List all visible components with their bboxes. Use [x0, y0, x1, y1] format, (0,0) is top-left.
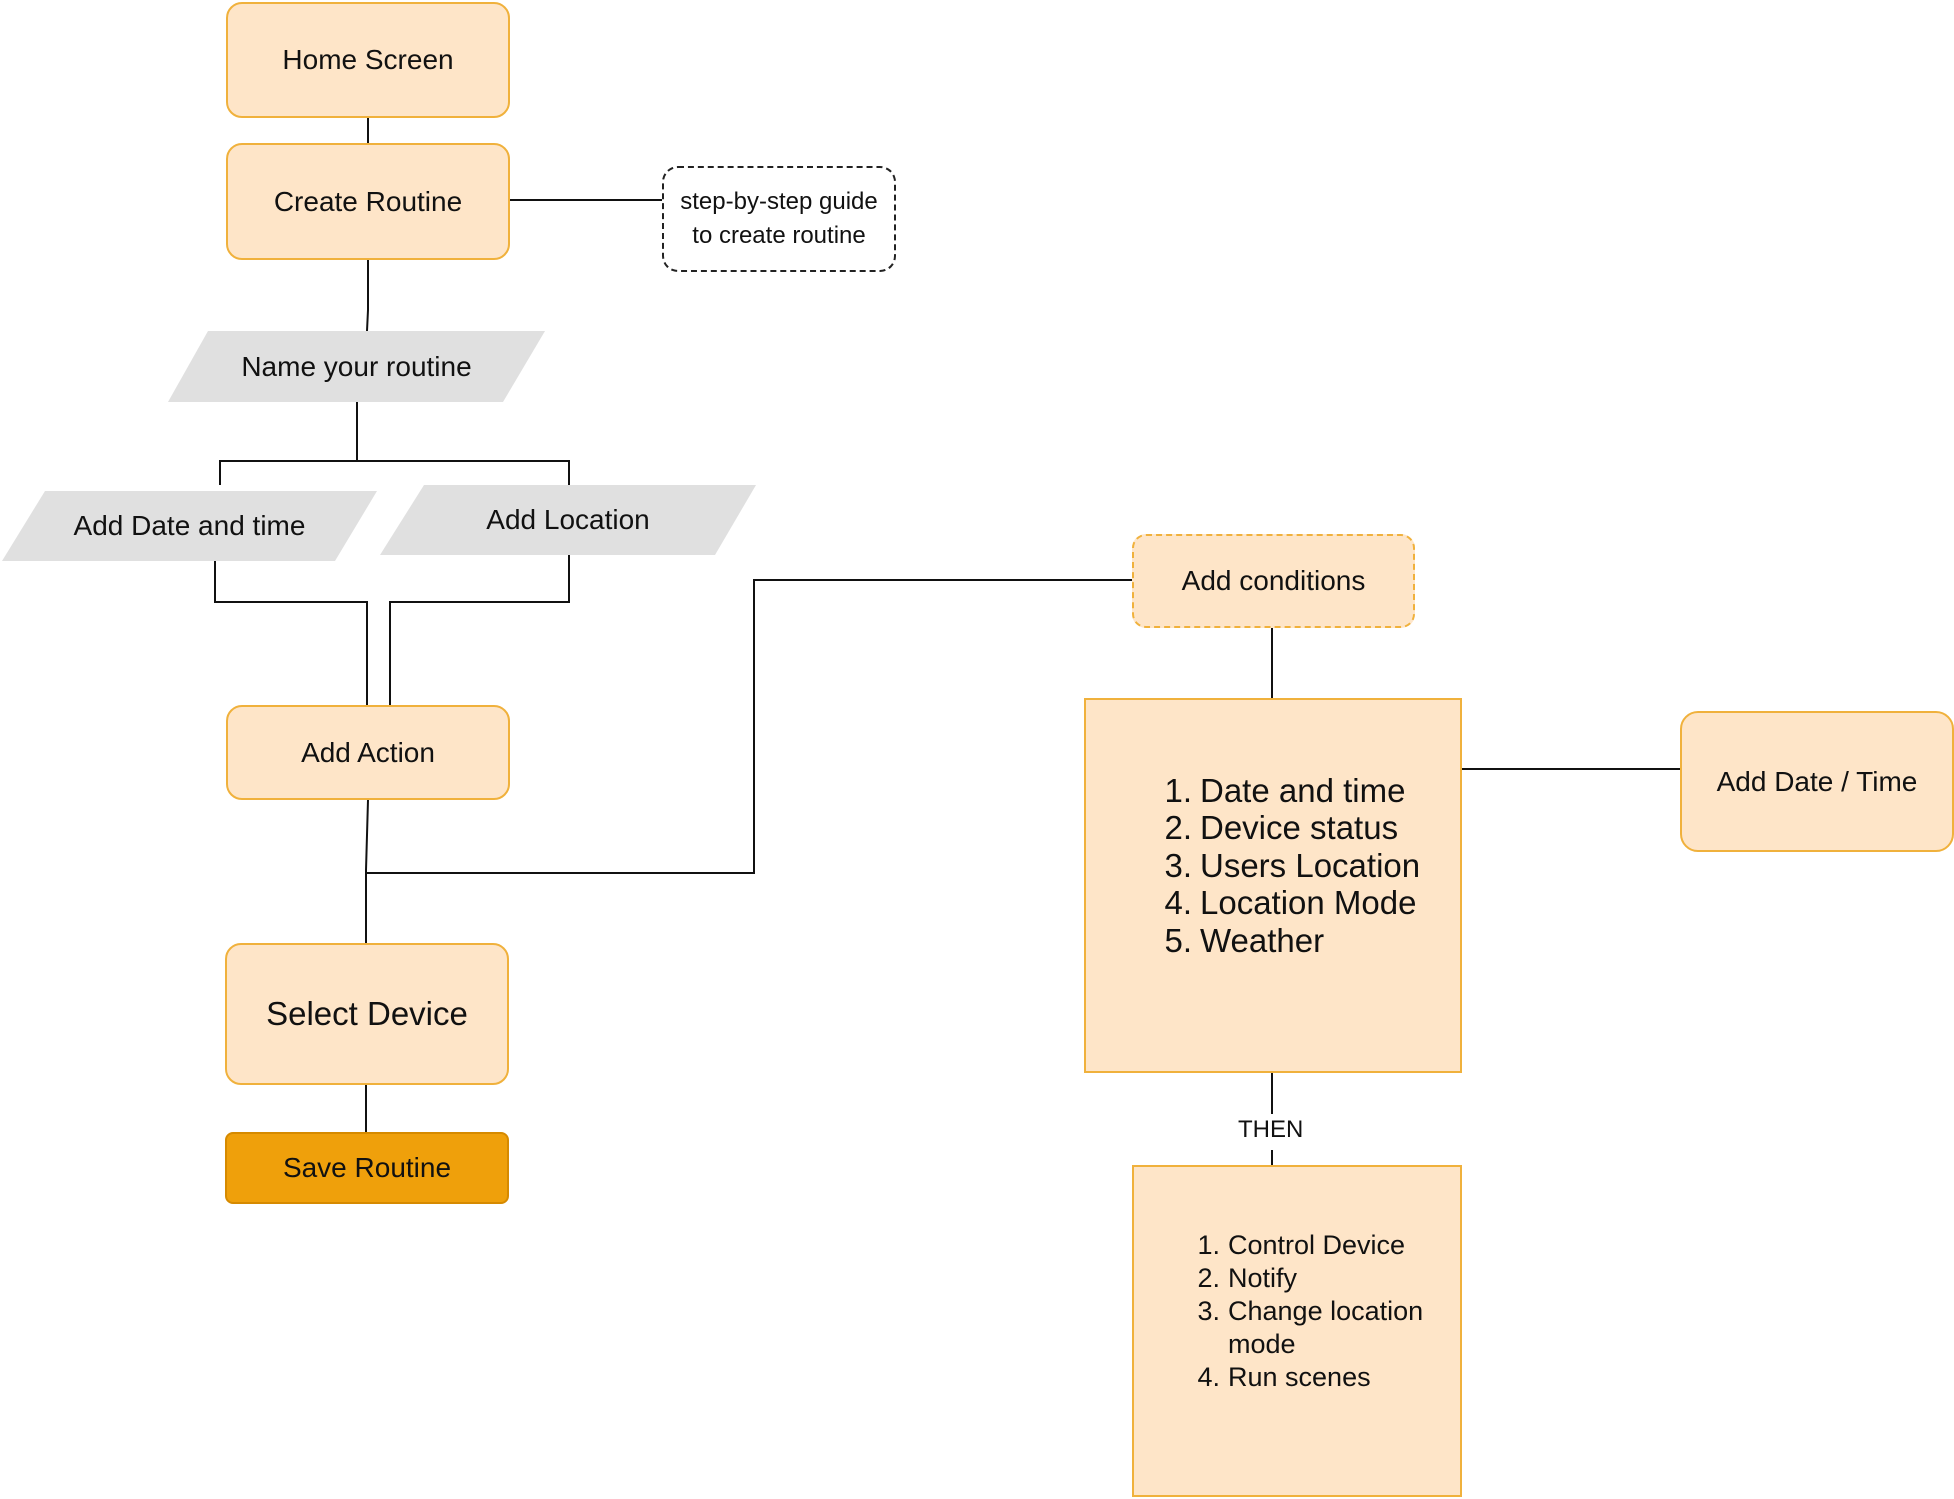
actions-list-box: 1.Control Device 2.Notify 3.Change locat… — [1132, 1165, 1462, 1497]
save-routine-button[interactable]: Save Routine — [225, 1132, 509, 1204]
edge-create-name — [366, 260, 369, 332]
create-routine-label: Create Routine — [273, 185, 463, 217]
save-routine-label: Save Routine — [282, 1152, 452, 1183]
name-routine-label: Name your routine — [241, 350, 472, 382]
name-routine-node[interactable]: Name your routine — [168, 331, 545, 402]
add-conditions-box[interactable]: Add conditions — [1132, 534, 1415, 628]
then-label: THEN — [1236, 1116, 1306, 1144]
edge-location-action — [389, 555, 570, 705]
select-device-box[interactable]: Select Device — [225, 943, 509, 1085]
add-date-time-label: Add Date and time — [73, 510, 306, 541]
action-item: 1.Control Device — [1197, 1229, 1406, 1260]
actions-list: 1.Control Device 2.Notify 3.Change locat… — [1194, 1229, 1423, 1394]
create-routine-box[interactable]: Create Routine — [226, 143, 510, 260]
conditions-list-box: 1.Date and time 2.Device status 3.Users … — [1084, 698, 1462, 1073]
add-action-box[interactable]: Add Action — [226, 705, 510, 800]
add-action-label: Add Action — [301, 736, 435, 768]
add-location-label: Add Location — [486, 504, 650, 535]
condition-item: 2.Device status — [1164, 809, 1399, 847]
edge-action-conditions — [366, 579, 1132, 874]
condition-item: 3.Users Location — [1164, 846, 1421, 884]
guide-note-box: step-by-step guide to create routine — [662, 166, 896, 272]
add-date-time-right-box[interactable]: Add Date / Time — [1680, 711, 1954, 852]
edge-datetime-action — [214, 561, 368, 705]
condition-item: 4.Location Mode — [1164, 884, 1417, 922]
guide-note-line1: step-by-step guide — [680, 188, 878, 215]
action-item: 4.Run scenes — [1197, 1361, 1371, 1392]
name-routine-shape — [168, 331, 545, 402]
edge-list-datetime — [1459, 768, 1680, 885]
add-conditions-label: Add conditions — [1181, 565, 1366, 596]
action-item: 2.Notify — [1197, 1262, 1298, 1293]
add-date-time-shape — [2, 491, 377, 561]
select-device-label: Select Device — [266, 995, 468, 1032]
condition-item: 5.Weather — [1164, 921, 1325, 959]
add-date-time-node[interactable]: Add Date and time — [2, 491, 377, 561]
add-location-node[interactable]: Add Location — [380, 485, 756, 555]
edge-action-device — [365, 799, 369, 943]
add-date-time-right-label: Add Date / Time — [1716, 765, 1918, 797]
home-screen-box[interactable]: Home Screen — [226, 2, 510, 118]
conditions-list: 1.Date and time 2.Device status 3.Users … — [1156, 772, 1420, 960]
add-location-shape — [380, 485, 756, 555]
condition-item: 1.Date and time — [1164, 771, 1406, 809]
edge-split-bar — [219, 460, 570, 485]
home-screen-label: Home Screen — [282, 44, 454, 75]
guide-note-line2: to create routine — [692, 222, 866, 249]
